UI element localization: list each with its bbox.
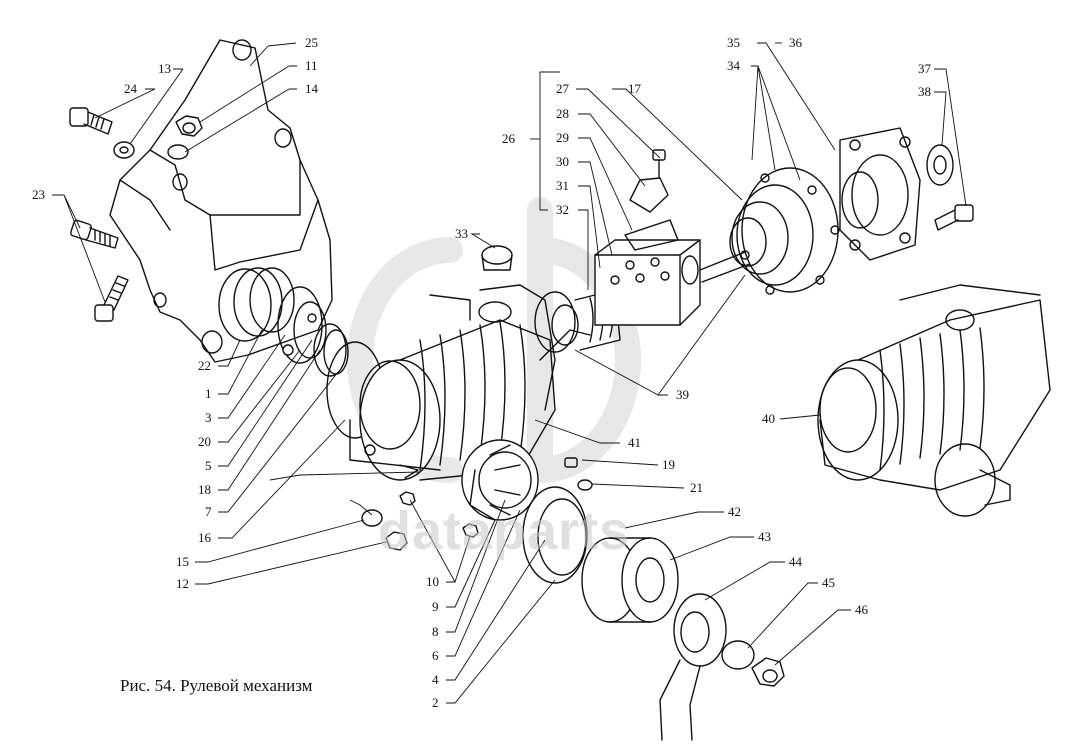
part-21: [577, 479, 593, 491]
washer-15: [361, 509, 383, 527]
nut-46: [751, 657, 785, 687]
nut-12: [385, 531, 408, 551]
callout-32: 32: [556, 202, 569, 217]
part-19: [564, 457, 578, 468]
seal-assembly-left: [218, 267, 349, 377]
callout-44: 44: [789, 554, 802, 569]
output-parts: [581, 537, 785, 741]
callout-8: 8: [432, 624, 439, 639]
callout-34: 34: [727, 58, 740, 73]
bolt-23a: [70, 219, 119, 249]
callout-37: 37: [918, 61, 931, 76]
callout-43: 43: [758, 529, 771, 544]
callout-23: 23: [32, 187, 45, 202]
callout-3: 3: [205, 410, 212, 425]
callout-24: 24: [124, 81, 137, 96]
retaining-ring-2: [522, 486, 588, 584]
callout-4: 4: [432, 672, 439, 687]
nut-33: [481, 245, 513, 271]
callout-27: 27: [556, 81, 569, 96]
dust-boot: [729, 167, 840, 295]
callout-9: 9: [432, 599, 439, 614]
callout-25: 25: [305, 35, 318, 50]
callout-40: 40: [762, 411, 775, 426]
plate-29: [624, 219, 679, 251]
nut-10b: [462, 523, 479, 538]
clamp-28: [629, 177, 669, 213]
callout-29: 29: [556, 130, 569, 145]
watermark-text: dataparts: [378, 501, 631, 561]
callout-14: 14: [305, 81, 318, 96]
callout-42: 42: [728, 504, 741, 519]
callout-31: 31: [556, 178, 569, 193]
callout-11: 11: [305, 58, 318, 73]
assembled-mechanism-40: [817, 284, 1051, 517]
bracket-22: [109, 39, 333, 363]
pinion-gear: [461, 439, 539, 521]
bolt-24: [69, 107, 113, 135]
valve-shaft: [534, 239, 756, 353]
callout-13: 13: [158, 61, 171, 76]
callout-16: 16: [198, 530, 211, 545]
callout-39: 39: [676, 387, 689, 402]
lock-washer-45: [721, 640, 755, 670]
washer-38: [926, 144, 954, 186]
washer-13: [113, 141, 135, 159]
callout-17: 17: [628, 81, 641, 96]
callout-36: 36: [789, 35, 802, 50]
callout-10: 10: [426, 574, 439, 589]
bolt-27: [652, 149, 666, 179]
callout-1: 1: [205, 386, 212, 401]
callout-26: 26: [502, 131, 515, 146]
bolt-37: [934, 204, 974, 231]
callout-2: 2: [432, 695, 439, 710]
nut-10a: [399, 491, 416, 506]
callout-46: 46: [855, 602, 868, 617]
callout-21: 21: [690, 480, 703, 495]
direction-arrow: [399, 464, 419, 479]
washer-14: [167, 144, 189, 160]
callout-45: 45: [822, 575, 835, 590]
nut-11: [175, 115, 203, 137]
callout-33: 33: [455, 226, 468, 241]
callout-35: 35: [727, 35, 740, 50]
leader-lines: [52, 42, 967, 704]
callout-6: 6: [432, 648, 439, 663]
figure-caption: Рис. 54. Рулевой механизм: [120, 676, 313, 695]
callout-5: 5: [205, 458, 212, 473]
end-cover-36: [839, 127, 921, 261]
callout-20: 20: [198, 434, 211, 449]
callout-22: 22: [198, 358, 211, 373]
callout-18: 18: [198, 482, 211, 497]
callout-15: 15: [176, 554, 189, 569]
callout-41: 41: [628, 435, 641, 450]
bolt-23b: [94, 275, 129, 322]
callout-7: 7: [205, 504, 212, 519]
callout-38: 38: [918, 84, 931, 99]
callout-12: 12: [176, 576, 189, 591]
callout-30: 30: [556, 154, 569, 169]
callout-28: 28: [556, 106, 569, 121]
callout-19: 19: [662, 457, 675, 472]
